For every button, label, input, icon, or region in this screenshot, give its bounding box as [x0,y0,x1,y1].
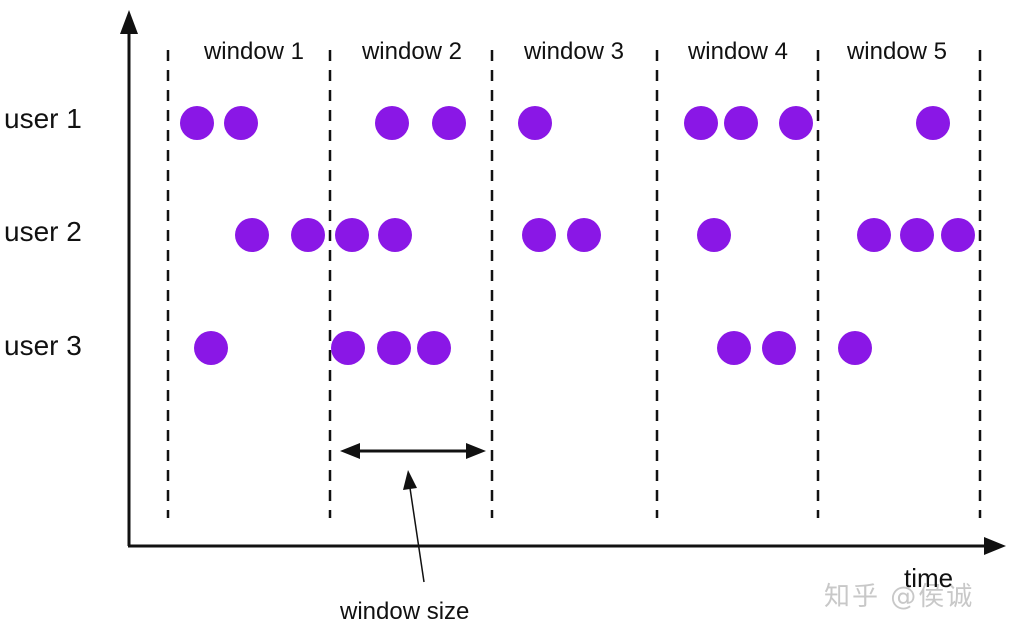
event-dot-user-1-7 [724,106,758,140]
event-dot-user-2-6 [567,218,601,252]
event-dot-user-2-10 [941,218,975,252]
window-size-label: window size [340,598,470,625]
event-dot-user-3-6 [762,331,796,365]
x-axis-label: time [904,563,954,593]
event-dot-user-1-2 [224,106,258,140]
user-label-2: user 2 [4,216,82,247]
event-dot-user-2-9 [900,218,934,252]
event-dot-user-2-7 [697,218,731,252]
window-label-3: window 3 [523,38,625,65]
window-size-arrowhead-left [340,443,360,459]
y-axis-arrowhead [120,10,138,34]
x-axis-arrowhead [984,537,1006,555]
user-label-3: user 3 [4,330,82,361]
user-label-1: user 1 [4,103,82,134]
event-dot-user-3-5 [717,331,751,365]
window-label-5: window 5 [846,38,948,65]
event-dot-user-2-4 [378,218,412,252]
event-dot-user-2-3 [335,218,369,252]
watermark: 知乎 @侯诚 [824,582,975,612]
event-dot-user-1-1 [180,106,214,140]
event-dot-user-1-6 [684,106,718,140]
event-dot-user-2-5 [522,218,556,252]
event-dot-user-1-9 [916,106,950,140]
window-size-pointer-head [403,470,417,490]
event-dot-user-3-1 [194,331,228,365]
event-dot-user-1-3 [375,106,409,140]
event-dot-user-2-1 [235,218,269,252]
event-dot-user-1-8 [779,106,813,140]
event-dots [180,106,975,365]
event-dot-user-1-5 [518,106,552,140]
event-dot-user-2-8 [857,218,891,252]
window-label-4: window 4 [687,38,789,65]
event-dot-user-3-2 [331,331,365,365]
event-dot-user-3-7 [838,331,872,365]
event-dot-user-2-2 [291,218,325,252]
event-dot-user-1-4 [432,106,466,140]
window-size-arrowhead-right [466,443,486,459]
window-size-pointer [409,487,425,583]
event-dot-user-3-4 [417,331,451,365]
window-label-2: window 2 [361,38,463,65]
window-boundaries [166,50,982,518]
event-dot-user-3-3 [377,331,411,365]
window-label-1: window 1 [203,38,305,65]
